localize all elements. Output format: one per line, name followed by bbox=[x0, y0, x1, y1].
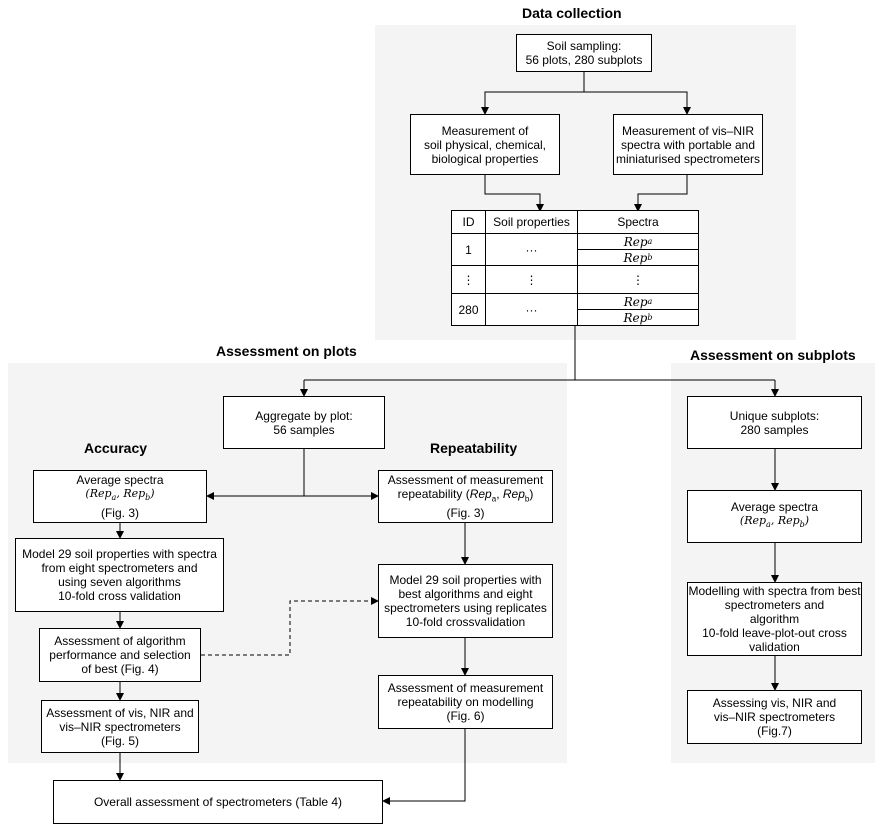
heading-assessment-plots: Assessment on plots bbox=[216, 343, 357, 359]
heading-data-collection: Data collection bbox=[522, 5, 622, 21]
assessing-subplots-box: Assessing vis, NIR and vis–NIR spectrome… bbox=[687, 690, 862, 744]
assess-vis-line-3: (Fig. 5) bbox=[100, 733, 139, 748]
measure-properties-line-3: biological properties bbox=[431, 151, 539, 166]
table-header-spectra: Spectra bbox=[617, 215, 659, 229]
measure-properties-line-2: soil physical, chemical, bbox=[423, 137, 547, 152]
model-acc-line-1: Model 29 soil properties with spectra bbox=[22, 547, 217, 561]
assessing-sub-line-2: vis–NIR spectrometers bbox=[713, 710, 836, 724]
table-row-2-id: ⋮ bbox=[462, 272, 475, 287]
heading-repeatability: Repeatability bbox=[430, 440, 518, 456]
assess-rep-line-3: (Fig. 3) bbox=[446, 506, 485, 521]
avg-spectra-acc-line-3: (Fig. 3) bbox=[100, 505, 139, 520]
avg-spectra-sub-line-1: Average spectra bbox=[730, 500, 819, 515]
model-rep-line-1: Model 29 soil properties with bbox=[389, 573, 542, 587]
overall-assessment-box: Overall assessment of spectrometers (Tab… bbox=[53, 780, 383, 824]
table-row-1-id: 1 bbox=[465, 242, 472, 257]
table-row-2-spectra: ⋮ bbox=[632, 272, 644, 287]
soil-sampling-box: Soil sampling: 56 plots, 280 subplots bbox=[516, 34, 652, 72]
model-acc-line-3: using seven algorithms bbox=[58, 575, 181, 589]
modelling-sub-line-5: validation bbox=[749, 640, 800, 654]
measure-properties-line-1: Measurement of bbox=[441, 123, 529, 138]
unique-subplots-box: Unique subplots: 280 samples bbox=[687, 396, 862, 449]
model-rep-line-4: 10-fold crossvalidation bbox=[405, 615, 526, 629]
assess-repeatability-box: Assessment of measurement repeatability … bbox=[378, 470, 553, 523]
heading-assessment-subplots: Assessment on subplots bbox=[690, 347, 856, 363]
measure-spectra-line-2: spectra with portable and bbox=[620, 137, 756, 152]
modelling-sub-line-3: algorithm bbox=[749, 612, 800, 626]
assess-rep-line-2: repeatability (Repa, Repb) bbox=[397, 486, 534, 504]
measure-spectra-line-3: miniaturised spectrometers bbox=[615, 151, 761, 166]
model-acc-line-2: from eight spectrometers and bbox=[41, 561, 198, 575]
unique-subplots-line-2: 280 samples bbox=[740, 422, 809, 437]
heading-accuracy: Accuracy bbox=[84, 440, 148, 456]
unique-subplots-line-1: Unique subplots: bbox=[729, 408, 820, 423]
assess-rep-modelling-box: Assessment of measurement repeatability … bbox=[378, 675, 553, 729]
model-rep-line-2: best algorithms and eight bbox=[398, 587, 533, 601]
table-header-soil-properties: Soil properties bbox=[493, 215, 570, 229]
aggregate-line-2: 56 samples bbox=[273, 422, 335, 437]
measure-spectra-line-1: Measurement of vis–NIR bbox=[621, 123, 755, 138]
assess-vis-line-1: Assessment of vis, NIR and bbox=[46, 705, 194, 720]
table-row-3-id: 280 bbox=[458, 302, 479, 317]
modelling-sub-line-2: spectrometers and bbox=[724, 598, 825, 612]
table-row-3-props: ··· bbox=[525, 302, 538, 317]
measure-spectra-box: Measurement of vis–NIR spectra with port… bbox=[613, 114, 763, 175]
assess-rep-line-1: Assessment of measurement bbox=[387, 472, 544, 487]
average-spectra-accuracy-box: Average spectra (Repa, Repb) (Fig. 3) bbox=[33, 470, 207, 523]
modelling-subplots-box: Modelling with spectra from best spectro… bbox=[687, 582, 862, 656]
assess-algo-line-1: Assessment of algorithm bbox=[54, 634, 186, 648]
assess-algo-line-2: performance and selection bbox=[49, 648, 191, 662]
avg-spectra-acc-line-2: (Repa, Repb) bbox=[85, 487, 155, 503]
avg-spectra-acc-line-1: Average spectra bbox=[76, 473, 164, 488]
table-row-1-props: ··· bbox=[525, 242, 538, 257]
assessing-sub-line-3: (Fig.7) bbox=[757, 724, 792, 738]
aggregate-line-1: Aggregate by plot: bbox=[255, 408, 353, 423]
assess-algo-line-3: of best (Fig. 4) bbox=[81, 662, 159, 676]
modelling-sub-line-4: 10-fold leave-plot-out cross bbox=[702, 626, 847, 640]
average-spectra-subplots-box: Average spectra (Repa, Repb) bbox=[687, 490, 862, 543]
model-acc-line-4: 10-fold cross validation bbox=[58, 589, 181, 603]
soil-sampling-line-2: 56 plots, 280 subplots bbox=[525, 53, 643, 67]
assess-rep-model-line-1: Assessment of measurement bbox=[387, 681, 544, 695]
table-header-id: ID bbox=[462, 215, 475, 229]
assess-rep-model-line-2: repeatability on modelling bbox=[397, 695, 534, 709]
assess-vis-line-2: vis–NIR spectrometers bbox=[59, 719, 181, 734]
model-accuracy-box: Model 29 soil properties with spectra fr… bbox=[15, 538, 224, 612]
overall-line-1: Overall assessment of spectrometers (Tab… bbox=[93, 795, 343, 809]
assess-rep-model-line-3: (Fig. 6) bbox=[446, 709, 485, 723]
assess-algorithm-box: Assessment of algorithm performance and … bbox=[39, 628, 201, 682]
table-row-2-props: ⋮ bbox=[525, 272, 538, 287]
model-repeatability-box: Model 29 soil properties with best algor… bbox=[378, 564, 553, 638]
assess-vis-nir-box: Assessment of vis, NIR and vis–NIR spect… bbox=[41, 700, 199, 753]
aggregate-by-plot-box: Aggregate by plot: 56 samples bbox=[223, 396, 385, 449]
soil-sampling-line-1: Soil sampling: bbox=[546, 39, 622, 53]
model-rep-line-3: spectrometers using replicates bbox=[384, 601, 547, 615]
modelling-sub-line-1: Modelling with spectra from best bbox=[688, 584, 861, 598]
measure-properties-box: Measurement of soil physical, chemical, … bbox=[410, 114, 560, 175]
avg-spectra-sub-line-2: (Repa, Repb) bbox=[739, 514, 810, 530]
assessing-sub-line-1: Assessing vis, NIR and bbox=[712, 696, 837, 710]
